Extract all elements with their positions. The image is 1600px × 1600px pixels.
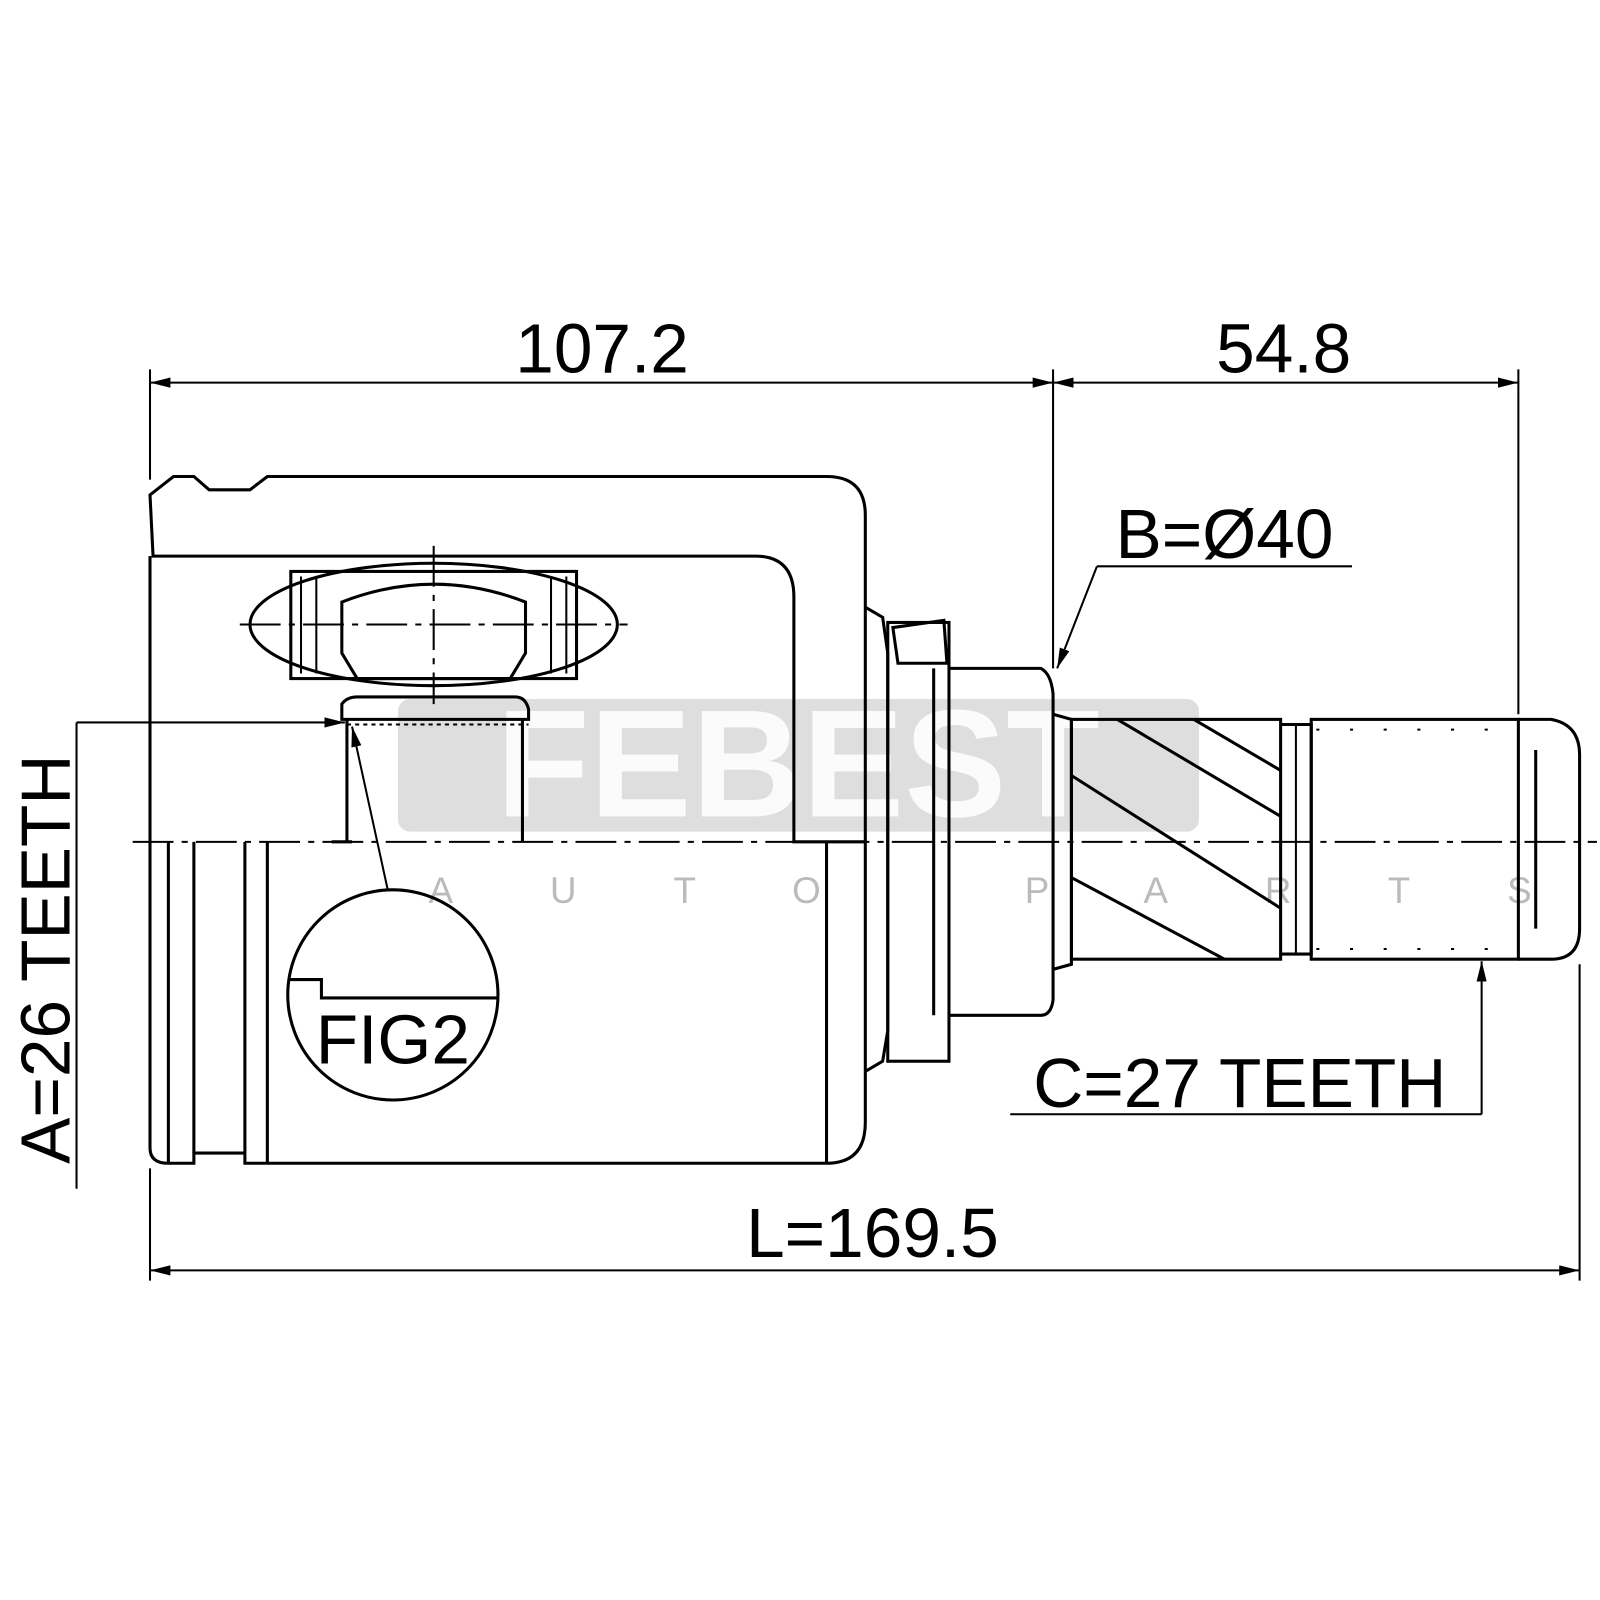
dimension-label-107-2: 107.2 [515,309,689,387]
fig2-detail: FIG2 [286,726,500,1102]
watermark: FEBEST AUTO PARTS [397,678,1600,911]
watermark-subtitle: AUTO PARTS [429,870,1600,911]
dimension-label-b: B=Ø40 [1116,495,1334,573]
dimension-label-a: A=26 TEETH [6,754,84,1163]
dimension-teeth-c: C=27 TEETH [1010,961,1487,1122]
dimension-label-54-8: 54.8 [1216,309,1351,387]
watermark-box [397,698,1199,832]
dimension-teeth-a: A=26 TEETH [6,717,345,1189]
fig2-label: FIG2 [316,1000,470,1078]
dimension-overall-length: L=169.5 [148,964,1581,1281]
watermark-brand: FEBEST [496,678,1100,849]
dimension-107-2: 107.2 [148,309,1055,669]
tripod-roller [239,545,628,705]
dimension-label-length: L=169.5 [746,1194,999,1272]
neck [864,605,1055,1073]
housing-section [148,475,867,844]
dimension-diameter-b: B=Ø40 [1056,495,1353,669]
dimension-54-8: 54.8 [1053,309,1520,715]
dimension-label-c: C=27 TEETH [1033,1044,1446,1122]
